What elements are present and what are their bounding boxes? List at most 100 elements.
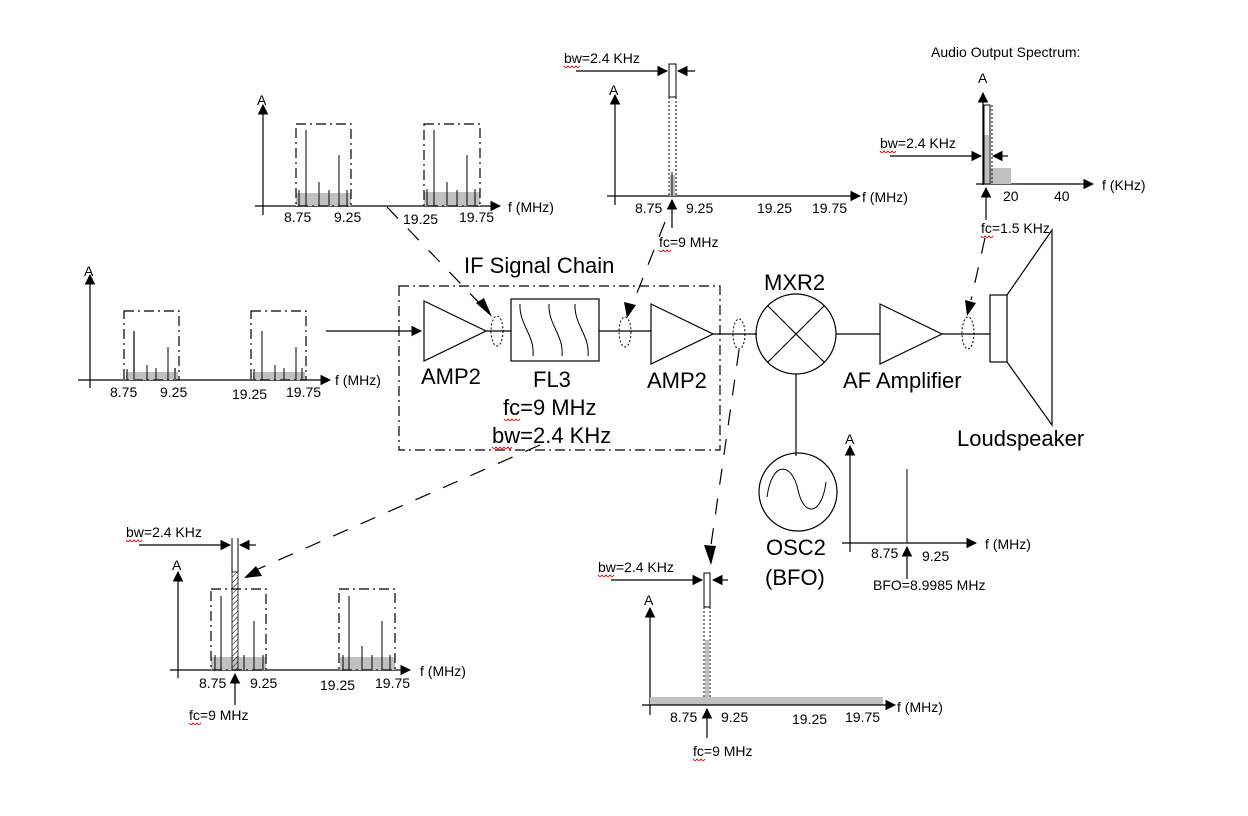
sine-wave-icon [766,468,827,510]
fc-label: fc=9 MHz [693,743,753,759]
frequency-axis-label: f (MHz) [335,372,381,388]
leader-amp2-output [710,349,740,546]
bw-label: bw=2.4 KHz [598,559,674,575]
leader-arrowhead [244,566,262,578]
amplitude-axis-label: A [644,592,654,608]
noise-band [126,372,178,380]
spectrum-filter-response: bw=2.4 KHz A f (MHz) 8.75 9.25 19.25 19.… [125,524,466,725]
tick-label: 9.25 [721,709,748,725]
frequency-axis-label: f (MHz) [897,699,943,715]
tick-label: 9.25 [922,548,949,564]
tick-label: 19.75 [845,709,880,725]
tick-label: 19.75 [375,675,410,691]
bw-label: bw=2.4 KHz [880,135,956,151]
spectrum-bfo: A f (MHz) 8.75 9.25 BFO=8.9985 MHz [842,431,1031,593]
spellcheck-underline [563,65,581,68]
probe-point [732,318,746,350]
spellcheck-underline [692,758,706,761]
spellcheck-underline [597,574,615,577]
bw-label: bw=2.4 KHz [564,50,640,66]
spellcheck-underline [188,722,202,725]
if-signal-chain: IF Signal Chain AMP2 FL3 fc=9 MHz bw=2.4… [326,253,721,451]
oscillator-label: OSC2 [766,535,826,560]
tick-label: 19.75 [459,209,494,225]
amplitude-axis-label: A [257,92,267,108]
channel-box [423,123,481,207]
spellcheck-underline [491,446,513,449]
fc-label: fc=9 MHz [189,707,249,723]
tick-label: 9.25 [686,200,713,216]
channel-box [295,123,352,207]
loudspeaker-cone[interactable] [1006,228,1053,427]
tick-label: 19.25 [320,677,355,693]
tick-label: 19.25 [232,386,267,402]
fc-label: fc=9 MHz [659,234,719,250]
noise-band [296,193,351,206]
amplitude-axis-label: A [978,70,988,86]
amplitude-axis-label: A [609,82,619,98]
frequency-axis-label: f (KHz) [1102,177,1146,193]
audio-spectrum-title: Audio Output Spectrum: [931,44,1080,60]
channel-box [338,588,396,671]
tick-label: 8.75 [670,709,697,725]
probe-point [490,315,504,347]
tick-label: 40 [1054,188,1070,204]
probe-point [961,316,975,350]
tick-label: 19.25 [403,211,438,227]
leader-audio-output [970,237,986,301]
tick-label: 19.75 [812,200,847,216]
leader-arrowhead [624,302,636,318]
channel-box [123,310,180,381]
leader-arrowhead [965,300,976,316]
spectral-lines [298,130,476,206]
amplifier-2-label: AMP2 [647,368,707,393]
spectrum-after-filter: bw=2.4 KHz A f (MHz) 8.75 9.25 19.25 19.… [563,50,908,252]
filter-label: FL3 [533,367,571,392]
fc-label: fc=1.5 KHz [981,220,1050,236]
tick-label: 19.75 [286,384,321,400]
tick-label: 8.75 [199,675,226,691]
tick-label: 8.75 [871,545,898,561]
probe-point [618,316,632,348]
amplifier-2-symbol[interactable] [650,303,715,365]
oscillator-symbol[interactable] [758,452,838,532]
signal-band [705,640,709,705]
tick-label: 19.25 [792,711,827,727]
frequency-axis-label: f (MHz) [508,199,554,215]
leader-arrowhead [704,545,716,565]
spectrum-after-amp1: A f (MHz) 8.75 9.25 19.25 19.75 [255,92,554,227]
spectrum-after-amp2: bw=2.4 KHz A f (MHz) 8.75 9.25 19.25 19.… [597,559,943,761]
mixer-label: MXR2 [764,270,825,295]
audio-signal-band [984,135,989,184]
passband-marker [703,572,711,608]
amplifier-1-label: AMP2 [421,364,481,389]
bfo-label: BFO=8.9985 MHz [873,577,985,593]
af-amplifier-symbol[interactable] [879,303,944,365]
spellcheck-underline [125,539,143,542]
spectrum-input: A f (MHz) 8.75 9.25 19.25 19.75 [78,263,381,402]
tick-label: 9.25 [334,209,361,225]
passband-marker [668,63,677,98]
tick-label: 19.25 [757,200,792,216]
filter-symbol[interactable] [510,298,600,362]
spellcheck-underline [879,150,897,153]
filter-fc-label: fc=9 MHz [503,395,597,420]
spellcheck-underline [503,418,521,421]
leader-filter-output [630,221,666,309]
frequency-axis-label: f (MHz) [985,536,1031,552]
filter-passband-hatched [231,571,239,671]
noise-band [211,657,266,670]
oscillator-sub-label: (BFO) [765,565,825,590]
amplitude-axis-label: A [84,263,94,279]
if-chain-title: IF Signal Chain [464,253,614,278]
amplifier-1-symbol[interactable] [423,300,488,362]
spectrum-audio-output: Audio Output Spectrum: A f (KHz) bw=2.4 … [879,44,1146,238]
bw-label: bw=2.4 KHz [126,524,202,540]
amplitude-axis-label: A [172,557,182,573]
tick-label: 9.25 [160,384,187,400]
leader-arrowhead [476,298,492,317]
frequency-axis-label: f (MHz) [862,189,908,205]
channel-box [210,588,267,671]
loudspeaker-label: Loudspeaker [957,426,1084,451]
noise-band [253,372,305,380]
